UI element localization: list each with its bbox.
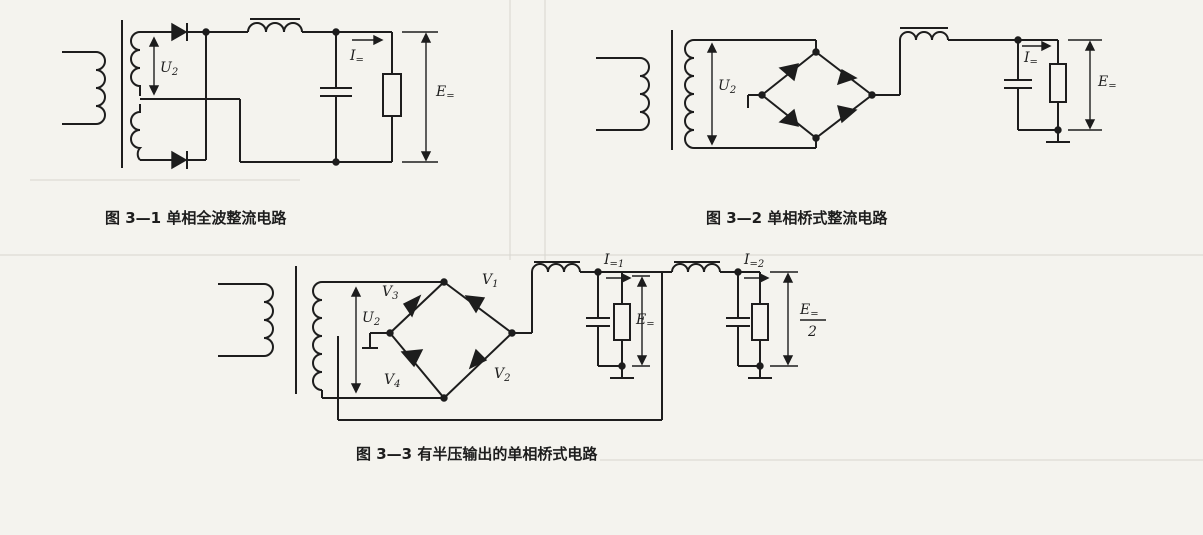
- load-resistor-1: [613, 303, 631, 341]
- primary-coil: [218, 283, 274, 357]
- load-resistor: [382, 73, 402, 117]
- v4-label: V4: [384, 372, 401, 390]
- primary-coil: [596, 57, 650, 131]
- secondary-coil: [312, 281, 323, 391]
- figure-caption: 图 3—3 有半压输出的单相桥式电路: [356, 445, 598, 463]
- figure-3-3: U2 V3 V1 V4 V2: [218, 252, 826, 463]
- diode-v4: [400, 349, 424, 368]
- bridge-diode-2: [836, 68, 858, 86]
- load-resistor-2: [751, 303, 769, 341]
- current1-label: I=1: [603, 252, 624, 270]
- diode-v1: [464, 295, 486, 314]
- figure-caption: 图 3—1 单相全波整流电路: [105, 209, 287, 227]
- half-denominator: 2: [807, 324, 817, 340]
- bridge-diode-4: [837, 105, 858, 124]
- diode-v2: [468, 348, 488, 370]
- bridge-rectifier: [760, 50, 874, 140]
- v2-label: V2: [494, 366, 511, 384]
- primary-coil: [62, 51, 106, 125]
- u2-label: U2: [160, 60, 178, 78]
- secondary-coil-lower: [130, 104, 143, 161]
- voltage-label: E=: [435, 84, 455, 102]
- choke-coil: [899, 31, 949, 41]
- secondary-coil-upper: [130, 31, 141, 96]
- secondary-coil: [684, 39, 695, 149]
- diode-upper: [171, 22, 188, 42]
- voltage2-label: E=: [799, 302, 819, 320]
- bridge-diode-3: [778, 108, 799, 127]
- bridge-diode-1: [778, 63, 799, 82]
- load-resistor: [1049, 63, 1067, 103]
- u2-label: U2: [362, 310, 380, 328]
- u2-label: U2: [718, 78, 736, 96]
- choke-coil-1: [531, 263, 581, 273]
- figure-3-2: U2 I=: [596, 27, 1117, 227]
- voltage-label: E=: [1097, 74, 1117, 92]
- v3-label: V3: [382, 284, 399, 302]
- current-label: I=: [349, 48, 364, 66]
- diode-v3: [402, 294, 422, 318]
- background-grid: [0, 0, 1203, 461]
- v1-label: V1: [482, 272, 499, 290]
- choke-coil: [247, 22, 303, 33]
- current-label: I=: [1023, 50, 1038, 68]
- voltage1-label: E=: [635, 312, 655, 330]
- figure-3-1: U2 I=: [62, 18, 455, 227]
- figure-caption: 图 3—2 单相桥式整流电路: [706, 209, 888, 227]
- choke-coil-2: [671, 263, 721, 273]
- current2-label: I=2: [743, 252, 764, 270]
- diode-lower: [171, 150, 188, 170]
